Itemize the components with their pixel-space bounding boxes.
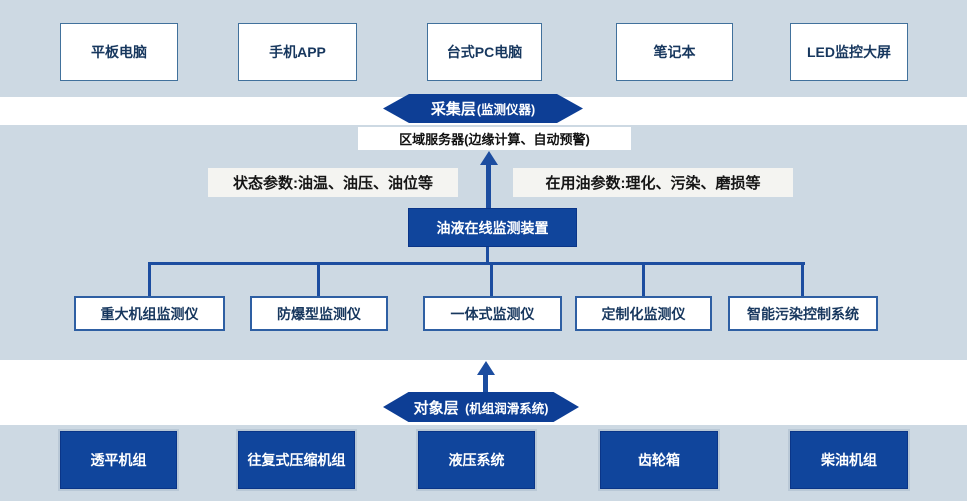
- node-hydraulic-system: 液压系统: [416, 429, 537, 491]
- up-arrow-shaft: [486, 162, 491, 212]
- node-pollution-control: 智能污染控制系统: [728, 296, 878, 331]
- connector-bus: [149, 262, 805, 265]
- oil-params-label: 在用油参数:理化、污染、磨损等: [513, 168, 793, 197]
- node-explosionproof-monitor: 防爆型监测仪: [250, 296, 388, 331]
- node-label: 重大机组监测仪: [100, 305, 199, 322]
- node-laptop: 笔记本: [616, 23, 733, 81]
- connector-drop-1: [148, 262, 151, 296]
- badge-sub: (监测仪器): [476, 103, 536, 117]
- object-layer-badge: 对象层 (机组润滑系统): [383, 392, 579, 422]
- node-mobile-app: 手机APP: [238, 23, 357, 81]
- node-major-unit-monitor: 重大机组监测仪: [74, 296, 225, 331]
- node-led-screen: LED监控大屏: [790, 23, 908, 81]
- label-text: 在用油参数:理化、污染、磨损等: [545, 175, 761, 192]
- collect-layer-badge: 采集层(监测仪器): [383, 94, 583, 123]
- device-label: 油液在线监测装置: [436, 219, 549, 236]
- node-label: 智能污染控制系统: [747, 305, 859, 322]
- node-custom-monitor: 定制化监测仪: [575, 296, 712, 331]
- node-label: 透平机组: [90, 452, 147, 468]
- node-label: 定制化监测仪: [601, 305, 686, 322]
- node-label: 柴油机组: [821, 452, 877, 468]
- node-recip-compressor: 往复式压缩机组: [236, 429, 357, 491]
- up-arrow-icon: [476, 361, 495, 375]
- node-desktop-pc: 台式PC电脑: [427, 23, 542, 81]
- badge-title: 对象层: [413, 399, 459, 417]
- node-tablet: 平板电脑: [60, 23, 178, 81]
- node-gearbox: 齿轮箱: [598, 429, 720, 491]
- connector-drop-4: [642, 262, 645, 296]
- node-label: 液压系统: [448, 452, 505, 468]
- connector-drop-3: [490, 262, 493, 296]
- connector-drop-5: [801, 262, 804, 296]
- node-label: 笔记本: [653, 44, 696, 60]
- label-text: 状态参数:油温、油压、油位等: [233, 175, 433, 192]
- node-label: LED监控大屏: [807, 44, 891, 60]
- node-label: 手机APP: [269, 44, 326, 60]
- up-arrow-shaft: [483, 372, 488, 394]
- connector-stem: [486, 247, 489, 263]
- badge-sub: (机组润滑系统): [465, 401, 549, 416]
- regional-server-box: 区域服务器(边缘计算、自动预警): [358, 127, 631, 150]
- node-turbine-unit: 透平机组: [58, 429, 179, 491]
- node-label: 一体式监测仪: [450, 305, 535, 322]
- badge-title: 采集层: [430, 101, 476, 118]
- node-diesel-unit: 柴油机组: [788, 429, 910, 491]
- server-label: 区域服务器(边缘计算、自动预警): [399, 132, 590, 147]
- node-label: 齿轮箱: [638, 452, 680, 468]
- node-label: 防爆型监测仪: [277, 305, 361, 322]
- node-label: 平板电脑: [91, 44, 147, 60]
- connector-drop-2: [317, 262, 320, 296]
- node-label: 台式PC电脑: [446, 44, 523, 60]
- state-params-label: 状态参数:油温、油压、油位等: [208, 168, 458, 197]
- node-integrated-monitor: 一体式监测仪: [423, 296, 562, 331]
- node-label: 往复式压缩机组: [247, 452, 346, 468]
- online-monitor-device-box: 油液在线监测装置: [408, 208, 577, 247]
- up-arrow-icon: [479, 151, 498, 165]
